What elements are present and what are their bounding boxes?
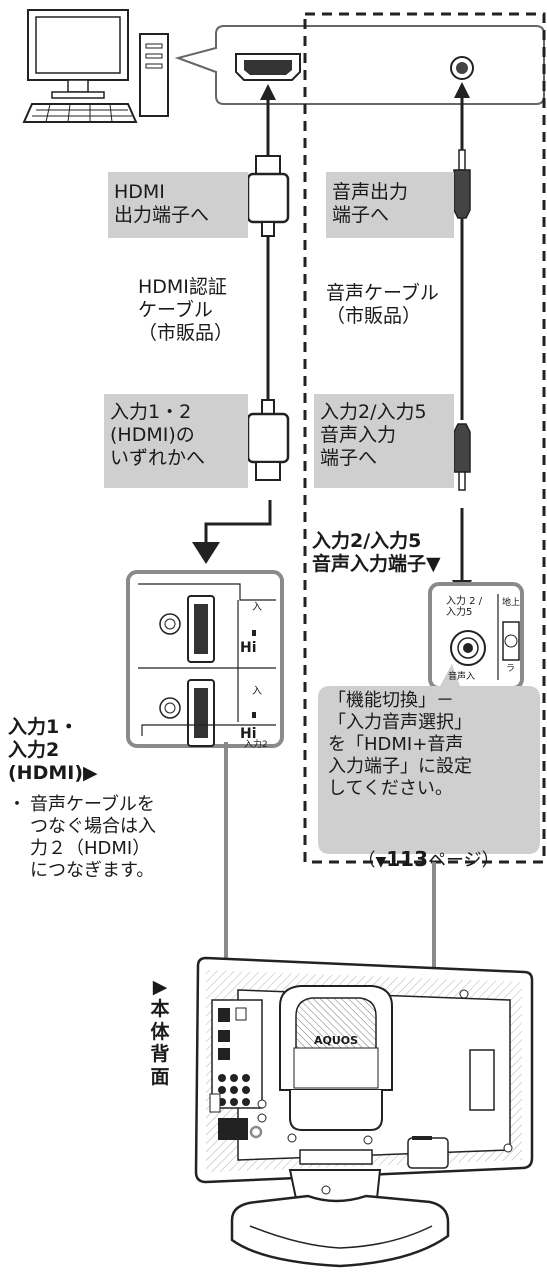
audio-in-label-box [314,394,454,488]
panel-in-text-1: 入 [252,602,262,613]
audio-panel-onsei: 音声入 [448,672,476,682]
rear-label: ▶本体背面 [150,976,170,1088]
hdmi-input-label: 入力1・2 (HDMI)の いずれかへ [110,401,206,470]
hdmi-terminal-panel [138,583,276,747]
audio-output-label: 音声出力 端子へ [332,181,409,227]
audio-terminal-panel [450,594,520,680]
audio-out-label-box [326,172,454,238]
audio-panel-text: 入力 2 / 入力5 [446,596,483,618]
callout-ref-num: 113 [386,846,428,871]
callout-ref-open: （ [357,849,376,871]
hdmi-note: 音声ケーブルを つなぐ場合は入 力２（HDMI） につなぎます。 [30,794,156,881]
pc-panel-callout [174,25,545,105]
tv-rear-icon [194,956,534,1268]
aquos-logo: AQUOS [314,1034,359,1047]
panel-hi-text-2: Hi [240,726,257,742]
panel-hi-text-1: Hi [240,640,257,656]
callout-page-ref: （▼113ページ） [346,825,500,872]
hdmi-cable-label: HDMI認証 ケーブル （市販品） [138,276,234,345]
audio-panel-ra: ラ [506,664,516,674]
keyboard-icon [22,103,138,123]
audio-panel-chi: 地上 [502,598,521,608]
tv-audio-jack-icon [249,1125,263,1139]
callout-bubble [318,664,540,854]
panel-in-small: 入力2 [244,740,268,750]
audio-dashed-region [303,12,546,864]
audio-terminal-label: 入力2/入力5 音声入力端子▼ [312,530,441,576]
callout-ref-rest: ページ） [427,849,500,871]
pc-audio-jack-icon [450,56,474,80]
audio-cable-label: 音声ケーブル （市販品） [326,282,439,328]
hdmi-out-label-box [108,172,248,238]
pc-hdmi-port-icon [235,53,301,81]
audio-cable [452,82,472,600]
hdmi-output-label: HDMI 出力端子へ [114,181,210,227]
hdmi-cable [192,84,290,564]
panel-in-text-2: 入 [252,686,262,697]
hdmi-in-label-box [104,394,248,488]
pc-monitor-icon [27,9,129,99]
pc-tower-icon [139,33,169,117]
audio-input-label: 入力2/入力5 音声入力 端子へ [320,401,427,470]
note-bullet: ・ [8,794,26,815]
callout-ref-mark: ▼ [375,853,387,870]
callout-text: 「機能切換」－ 「入力音声選択」 を「HDMI+音声 入力端子」に設定 してくだ… [328,690,472,799]
hdmi-terminal-label: 入力1・ 入力2 (HDMI)▶ [8,716,98,785]
